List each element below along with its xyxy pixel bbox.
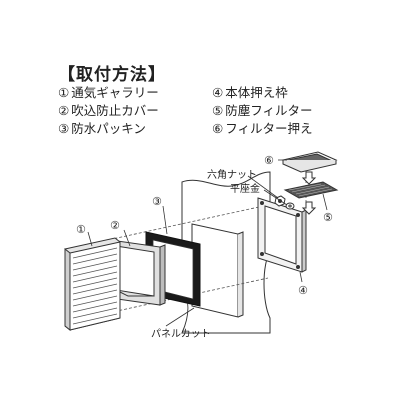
body-holding-frame	[257, 197, 307, 273]
legend-num: ⑥	[212, 121, 224, 136]
panel-cut-label: パネルカット	[151, 328, 211, 340]
legend-label: 吹込防止カバー	[71, 103, 159, 118]
hex-nut-label: 六角ナット	[207, 169, 257, 181]
callout-6: ⑥	[264, 154, 274, 167]
legend-num: ⑤	[212, 103, 224, 118]
legend-num: ①	[58, 85, 70, 100]
legend-num: ②	[58, 103, 70, 118]
legend-num: ③	[58, 121, 70, 136]
legend-num: ④	[212, 85, 224, 100]
dust-filter	[283, 181, 339, 199]
legend-label: 防塵フィルター	[225, 103, 313, 118]
callout-1: ①	[76, 223, 86, 236]
leader-lines	[87, 159, 328, 327]
callout-2: ②	[110, 219, 120, 232]
callout-4: ④	[298, 284, 308, 297]
callout-5: ⑤	[323, 211, 333, 224]
rain-cover	[109, 239, 166, 306]
legend-label: 通気ギャラリー	[71, 85, 159, 100]
legend-label: 防水パッキン	[71, 121, 146, 136]
filter-holder	[281, 151, 338, 173]
hex-nut-icon	[274, 195, 286, 207]
legend-label: 本体押え枠	[225, 85, 288, 100]
panel-cut-opening	[191, 223, 244, 318]
legend-label: フィルター押え	[225, 121, 313, 136]
flat-washer-label: 平座金	[230, 182, 260, 195]
ventilation-gallery	[64, 237, 121, 332]
down-arrow-icon	[301, 171, 317, 215]
callout-3: ③	[152, 195, 162, 208]
page-title: 【取付方法】	[58, 65, 166, 85]
flat-washer-icon	[285, 202, 295, 210]
